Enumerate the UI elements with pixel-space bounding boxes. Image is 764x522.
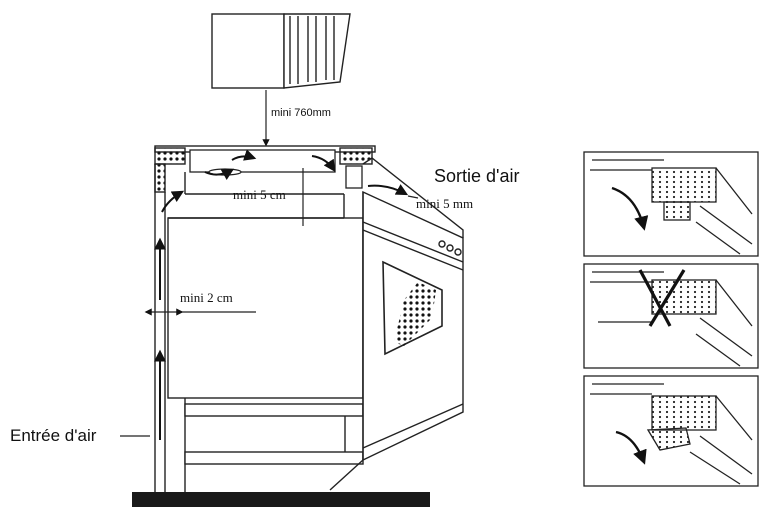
air-inlet-label: Entrée d'air <box>10 426 97 445</box>
oven-front <box>329 157 464 491</box>
dimension-lines <box>120 168 419 437</box>
air-outlet-vent <box>345 165 363 189</box>
hood-clearance-label: mini 760mm <box>271 107 331 119</box>
hob-unit <box>189 149 336 176</box>
airflow-arrows <box>154 149 409 440</box>
incorrect-cross-icon <box>638 269 686 327</box>
top-gap-label: mini 5 cm <box>233 187 286 202</box>
countertop <box>154 145 376 193</box>
detail-panel-3 <box>583 375 759 487</box>
detail-panel-2 <box>583 263 759 369</box>
range-hood <box>211 13 351 89</box>
detail-panel-1 <box>583 151 759 257</box>
outlet-gap-label: mini 5 mm <box>416 196 474 211</box>
floor <box>132 492 430 507</box>
air-outlet-label: Sortie d'air <box>434 166 520 186</box>
cabinet <box>154 164 364 492</box>
side-gap-label: mini 2 cm <box>180 290 233 305</box>
